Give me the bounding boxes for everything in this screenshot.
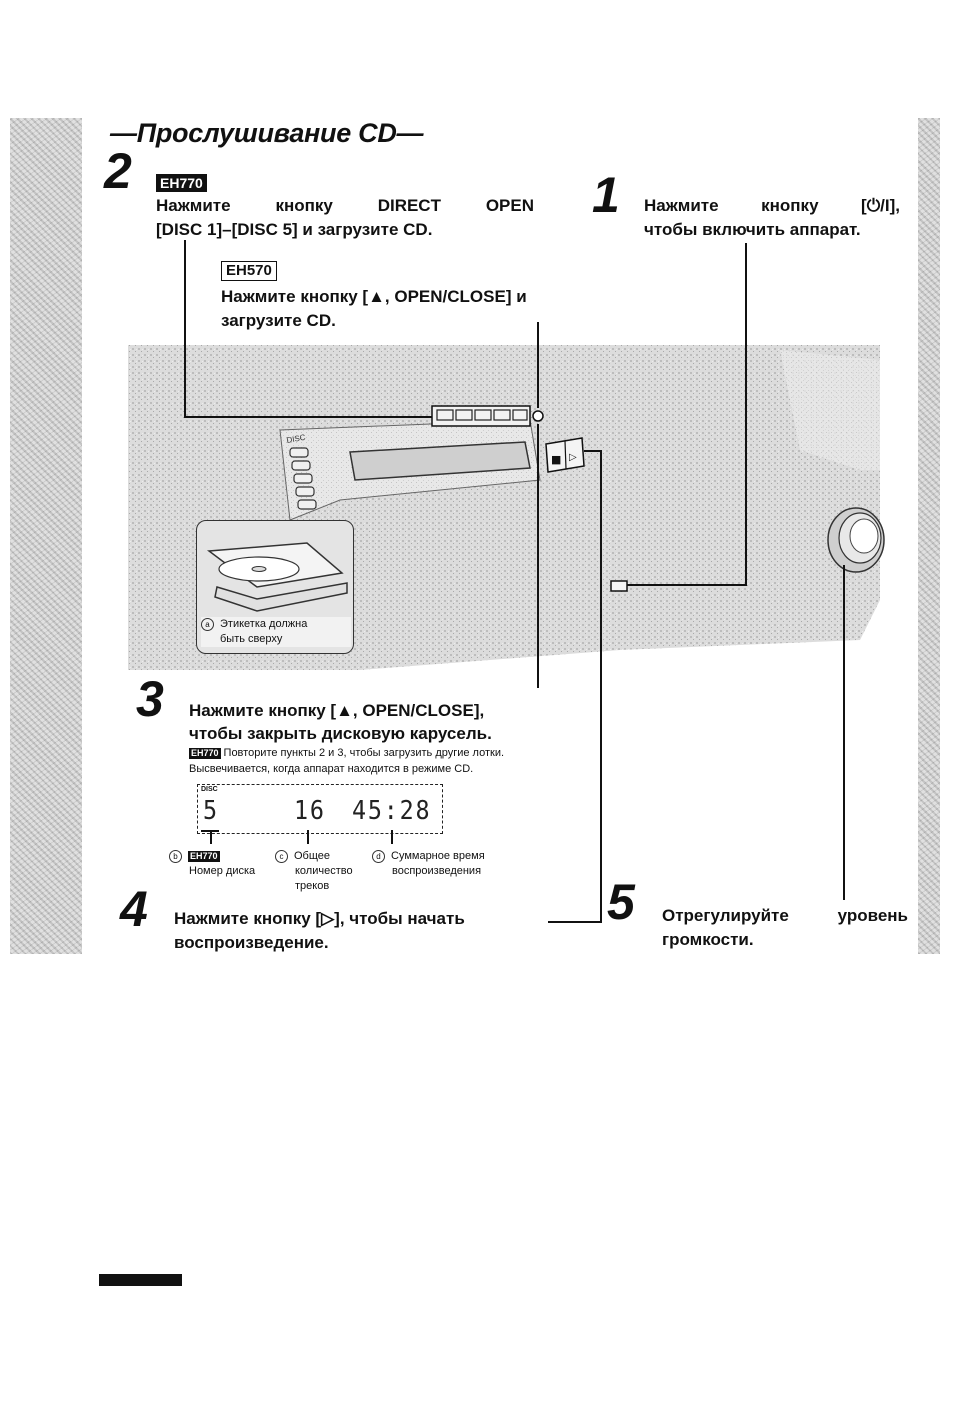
step-3-line2: чтобы закрыть дисковую карусель. [189, 724, 492, 743]
step-2-eh770-badge: EH770 [156, 174, 207, 193]
callout-d-line2: воспроизведения [392, 865, 482, 877]
step-5-line2: громкости. [662, 930, 754, 949]
stop-icon: ■ [551, 453, 561, 466]
step-4-line1: Нажмите кнопку [▷], чтобы начать [174, 909, 465, 928]
eh570-badge: EH570 [221, 261, 277, 281]
disc-label: DISC [286, 433, 307, 445]
marker-d: d [372, 849, 385, 863]
step-1-line1: Нажмите кнопку [⏻/I], [644, 196, 900, 215]
page-title: —Прослушивание CD— [110, 118, 424, 148]
left-side-texture [10, 118, 82, 954]
play-icon: ▷ [569, 452, 577, 463]
page-footer-bar [99, 1274, 182, 1286]
step-2-number: 2 [104, 143, 132, 199]
callout-d-line1: Суммарное время [391, 850, 485, 862]
transport-buttons: ■ ▷ [545, 437, 585, 473]
marker-b: b [169, 849, 182, 863]
step-3-number: 3 [136, 671, 164, 727]
step-2-eh570-line2: загрузите CD. [221, 311, 336, 330]
power-button [610, 580, 628, 592]
step-4-number: 4 [120, 881, 148, 937]
inset-label-line1: Этикетка должна [220, 618, 308, 630]
callout-d: d Суммарное время воспроизведения [372, 849, 485, 879]
callout-c: c Общее количество треков [275, 849, 353, 894]
disc-buttons-row [431, 405, 531, 427]
step-5-number: 5 [607, 874, 635, 930]
open-close-button [532, 410, 544, 422]
inset-label-line2: быть сверху [220, 633, 283, 645]
eh770-badge: EH770 [156, 174, 207, 192]
lcd-disc-tag: DISC [201, 786, 218, 793]
step-2-eh770-line2: [DISC 1]–[DISC 5] и загрузите CD. [156, 220, 433, 239]
stereo-illustration: DISC ■ ▷ [128, 240, 885, 923]
callout-c-line1: Общее [294, 850, 331, 862]
step-3-note-line2: Высвечивается, когда аппарат находится в… [189, 763, 474, 775]
step-3-note-line1: Повторите пункты 2 и 3, чтобы загрузить … [223, 747, 505, 759]
lcd-track-count: 16 [294, 796, 326, 826]
step-4-line2: воспроизведение. [174, 933, 329, 952]
callout-b-text: Номер диска [189, 865, 256, 877]
lcd-total-time: 45:28 [352, 796, 432, 826]
marker-a: a [201, 617, 214, 631]
callout-b: b EH770 Номер диска [169, 849, 255, 879]
step-2-eh570-line1: Нажмите кнопку [▲, OPEN/CLOSE] и [221, 287, 527, 306]
disc-tray-drawing [206, 542, 348, 612]
volume-knob [827, 507, 885, 573]
step-3-note-badge: EH770 [189, 748, 221, 759]
marker-c: c [275, 849, 288, 863]
inset-label: a Этикетка должна быть сверху [201, 617, 351, 647]
step-1-number: 1 [592, 167, 620, 223]
step-2-eh770-line1: Нажмите кнопку DIRECT OPEN [156, 196, 534, 215]
right-side-texture [918, 118, 940, 954]
step-1-line2: чтобы включить аппарат. [644, 220, 861, 239]
step-5-line1: Отрегулируйте уровень [662, 906, 908, 925]
step-3-line1: Нажмите кнопку [▲, OPEN/CLOSE], [189, 701, 485, 720]
callout-b-badge: EH770 [188, 851, 220, 862]
cd-tray-slot [349, 441, 531, 481]
step-2-eh570-badge: EH570 [221, 261, 277, 281]
callout-c-line2: количество [295, 865, 353, 877]
callout-c-line3: треков [295, 880, 330, 892]
lcd-disc-number: 5 [203, 796, 219, 826]
lcd-display [197, 784, 443, 834]
disc-tray-inset: a Этикетка должна быть сверху [196, 520, 354, 654]
